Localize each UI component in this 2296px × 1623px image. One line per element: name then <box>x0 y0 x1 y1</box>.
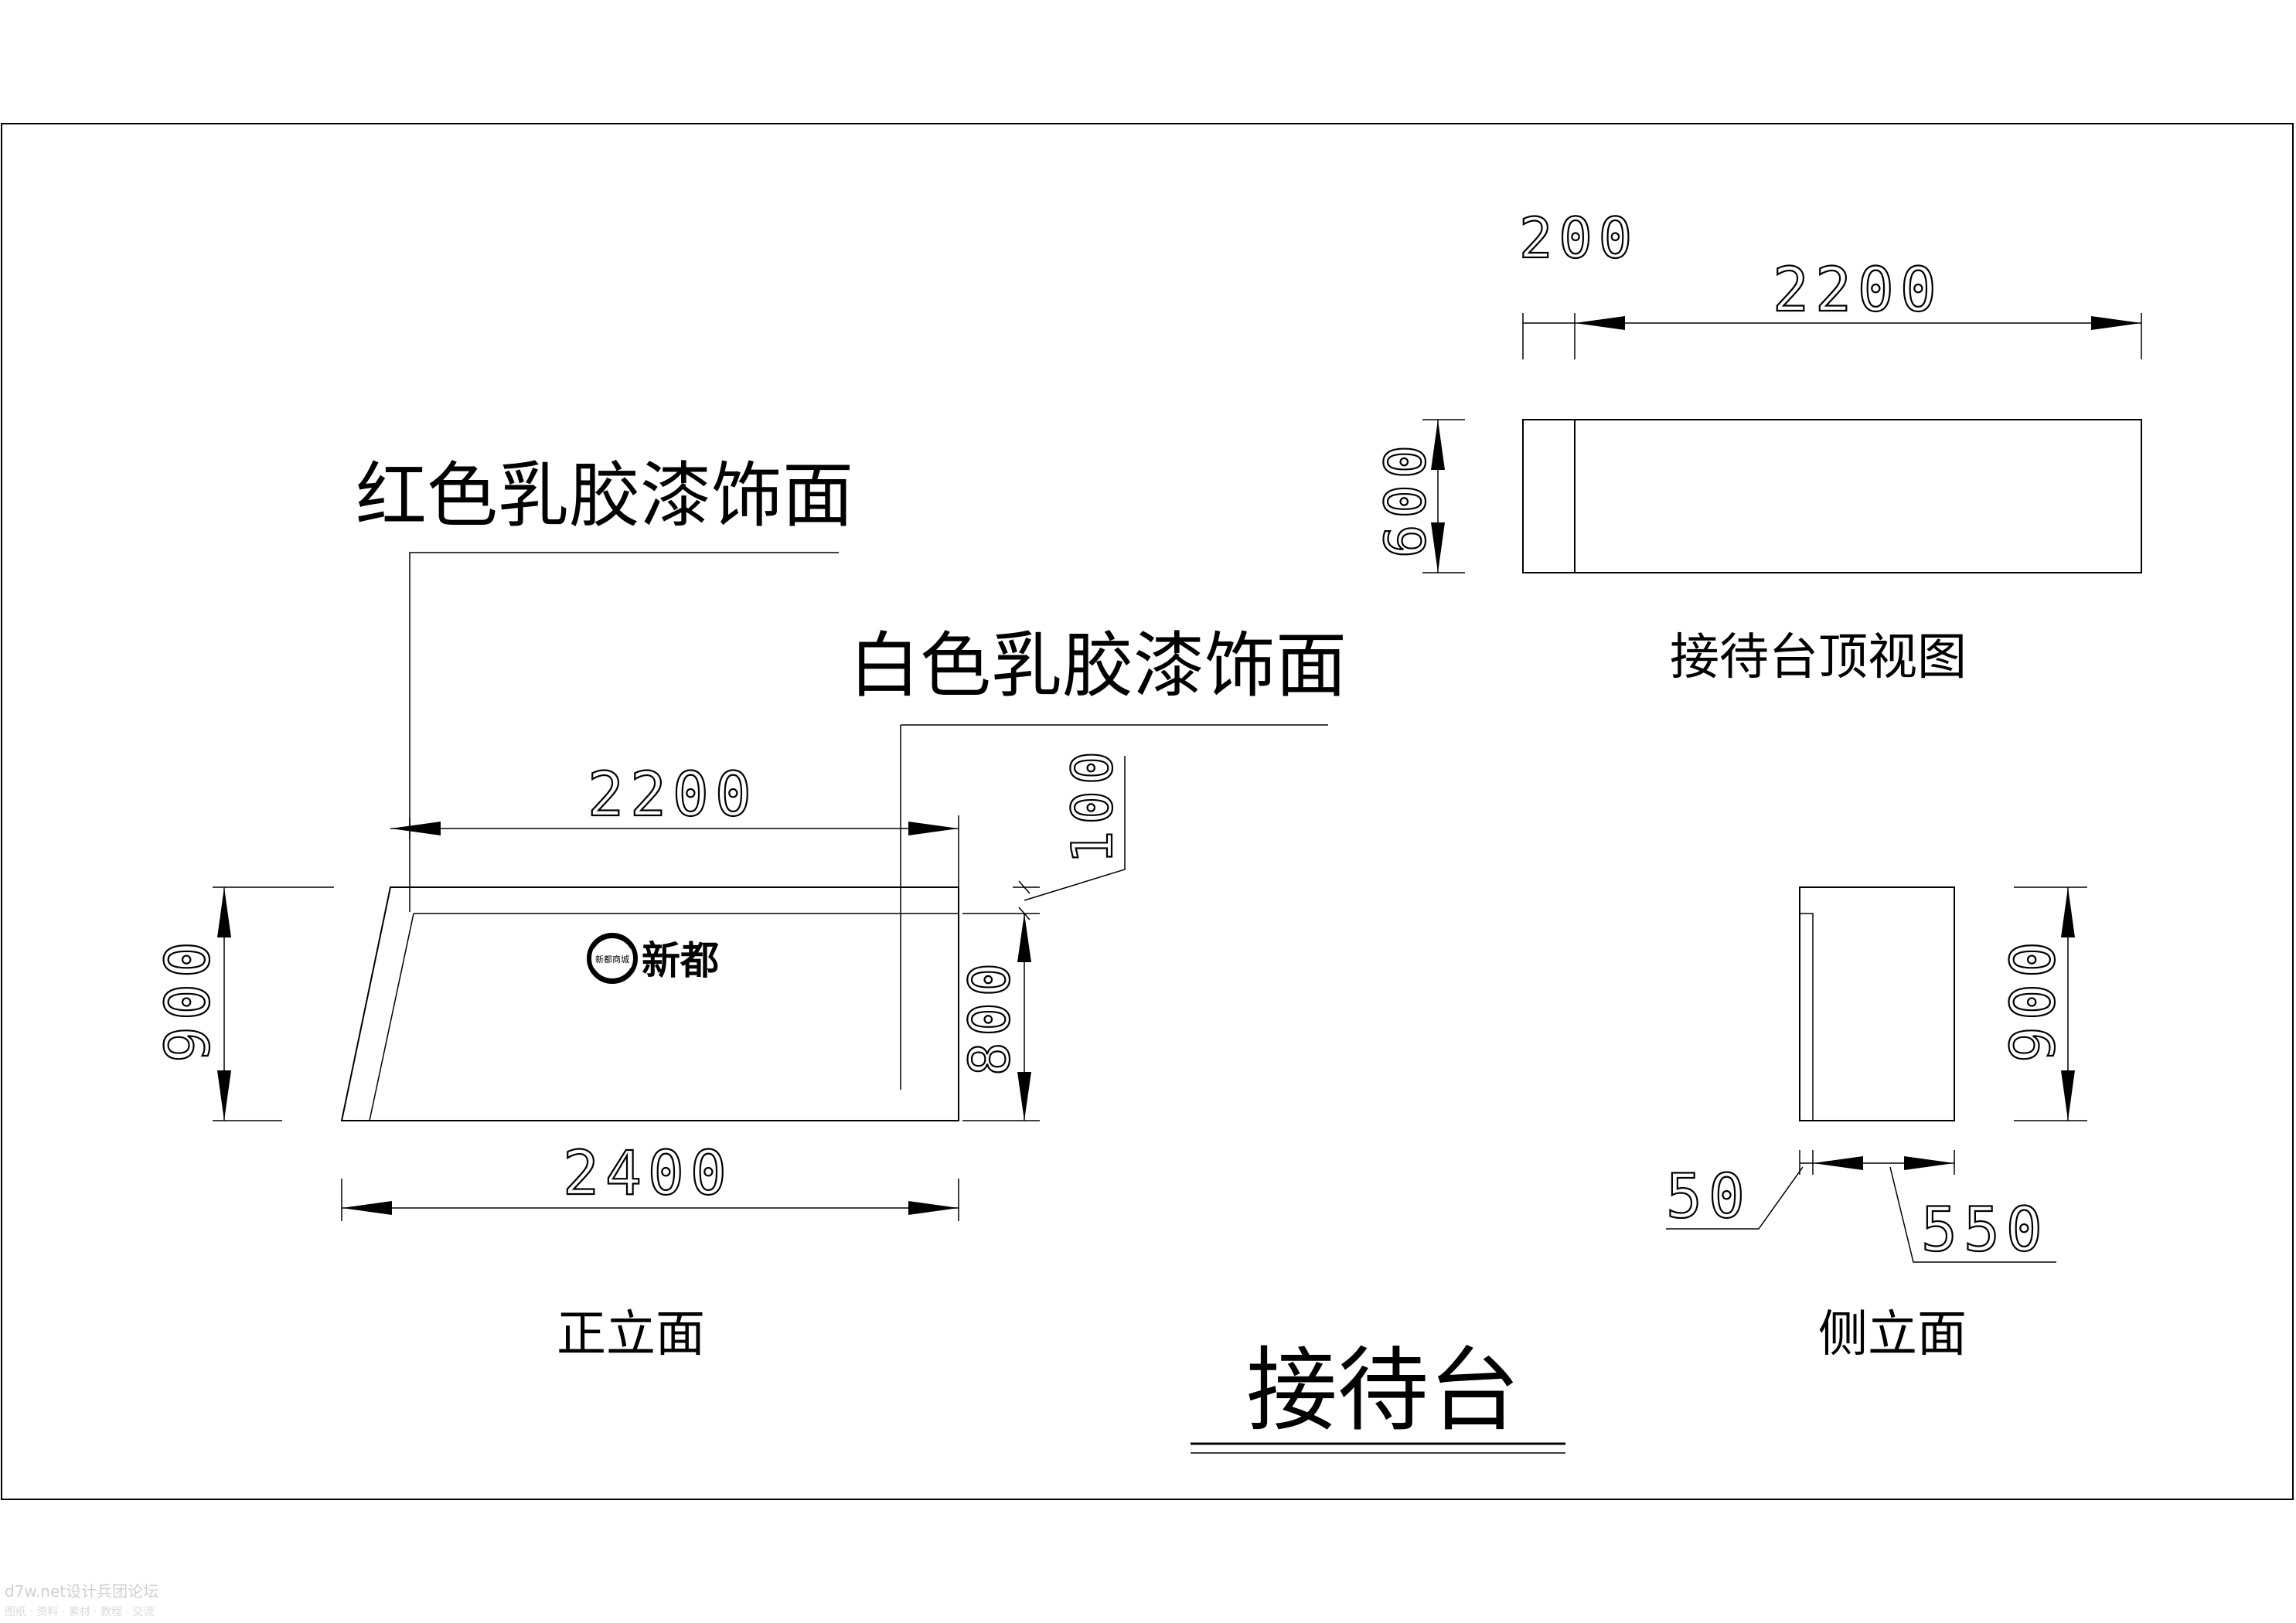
callout-white-label: 白色乳胶漆饰面 <box>849 624 1347 707</box>
top-view-label: 接待台顶视图 <box>1670 629 1967 686</box>
brand-logo-swirl <box>590 933 635 949</box>
brand-logo-swirl-2 <box>590 968 635 984</box>
side-dim-offset-leader <box>1666 1166 1804 1230</box>
sheet-border <box>1 123 2294 1500</box>
callout-red-label: 红色乳胶漆饰面 <box>356 454 853 537</box>
side-view-label: 侧立面 <box>1818 1306 1967 1363</box>
side-elevation: 900 50 550 侧立面 <box>1665 886 2087 1363</box>
side-dim-height-text: 900 <box>1999 935 2069 1063</box>
brand-logo-text: 新都商城 <box>595 954 629 965</box>
front-elevation: 红色乳胶漆饰面 白色乳胶漆饰面 2200 2400 900 800 <box>153 454 1347 1363</box>
top-dim-depth-text: 600 <box>1373 439 1438 558</box>
front-dim-height-arrow-top <box>217 887 231 937</box>
front-dim-inner-arrow-top <box>1017 914 1031 962</box>
front-dim-band-leader <box>1024 756 1126 901</box>
front-dim-bottom-text: 2400 <box>563 1139 733 1209</box>
front-dim-bottom-arrow-right <box>908 1201 959 1215</box>
top-dim-width-text: 2200 <box>1773 256 1943 325</box>
top-dim-depth-arrow-bottom <box>1431 522 1445 573</box>
top-dim-edge-text: 200 <box>1519 206 1638 270</box>
front-dim-bottom-arrow-left <box>342 1201 392 1215</box>
top-dim-width-arrow-right <box>2091 316 2141 330</box>
front-dim-top-arrow-left <box>390 822 441 835</box>
brand-logo: 新都商城 新都 <box>587 933 719 984</box>
top-view: 2200 200 600 接待台顶视图 <box>1372 205 2142 686</box>
watermark-line2: 图纸 · 资料 · 素材 · 教程 · 交流 <box>5 1605 154 1618</box>
front-dim-height-text: 900 <box>154 935 223 1063</box>
top-desk-outline <box>1522 419 2142 573</box>
front-dim-top-arrow-right <box>908 822 959 835</box>
front-band-slant <box>369 913 414 1121</box>
front-dim-band-tick-2 <box>1018 907 1030 920</box>
side-dim-height-arrow-top <box>2061 887 2075 937</box>
watermark-line1: d7w.net设计兵团论坛 <box>5 1582 158 1601</box>
front-view-label: 正立面 <box>557 1306 705 1363</box>
front-dim-inner-arrow-bottom <box>1017 1072 1031 1121</box>
top-dim-width-arrow-left <box>1575 316 1625 330</box>
side-dim-height-arrow-bottom <box>2061 1070 2075 1121</box>
drawing-title: 接待台 <box>1246 1337 1520 1444</box>
brand-name: 新都 <box>642 938 719 983</box>
front-dim-band-text: 100 <box>1060 745 1125 864</box>
front-dim-band-tick <box>1018 880 1030 894</box>
side-dim-depth-leader <box>1889 1166 2056 1263</box>
watermark: d7w.net设计兵团论坛 图纸 · 资料 · 素材 · 教程 · 交流 <box>5 1582 158 1618</box>
callout-red-leader <box>409 552 839 912</box>
drawing-title-block: 接待台 <box>1191 1337 1565 1454</box>
top-dim-depth-arrow-top <box>1431 420 1445 470</box>
front-dim-inner-text: 800 <box>957 957 1022 1076</box>
side-desk-outline <box>1799 886 1955 1121</box>
side-dim-offset-text: 50 <box>1666 1162 1751 1232</box>
side-desk-front-band <box>1800 913 1814 1121</box>
front-desk-outline <box>340 886 959 1121</box>
side-dim-depth-text: 550 <box>1921 1196 2049 1265</box>
front-dim-top-text: 2200 <box>588 760 758 830</box>
side-dim-bottom-arrow-right <box>1904 1156 1954 1170</box>
front-dim-height-arrow-bottom <box>217 1070 231 1121</box>
side-dim-bottom-arrow-left <box>1813 1156 1863 1170</box>
